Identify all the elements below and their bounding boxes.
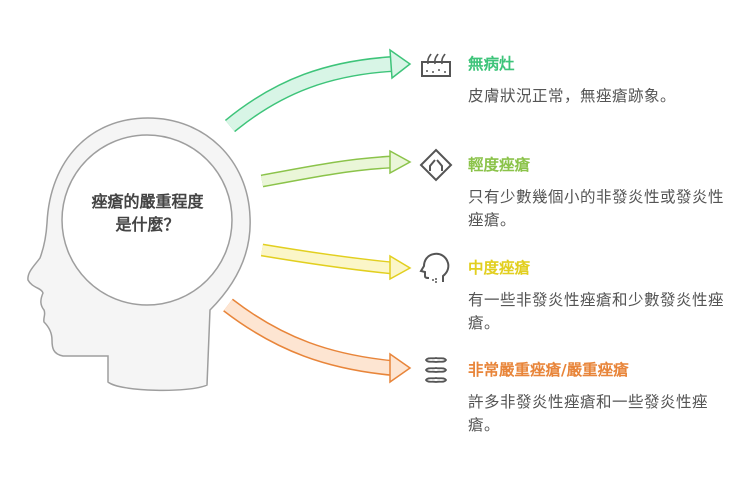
skin-layer-icon — [421, 53, 451, 77]
level-none: 無病灶 皮膚狀況正常，無痤瘡跡象。 — [468, 53, 728, 108]
arrow-none — [224, 48, 412, 133]
diamond-split-icon — [419, 148, 453, 182]
level-description: 有一些非發炎性痤瘡和少數發炎性痤瘡。 — [468, 291, 725, 332]
arrow-moderate — [260, 243, 412, 281]
stacked-lesions-icon — [424, 357, 448, 383]
level-description: 只有少數幾個小的非發炎性或發炎性痤瘡。 — [468, 188, 725, 229]
level-title: 無病灶 — [468, 55, 515, 73]
center-question-line: 是什麼？ — [115, 215, 180, 234]
level-severe: 非常嚴重痤瘡/嚴重痤瘡 許多非發炎性痤瘡和一些發炎性痤瘡。 — [468, 359, 728, 437]
arrow-mild — [260, 149, 412, 188]
level-title: 非常嚴重痤瘡/嚴重痤瘡 — [468, 361, 629, 379]
level-title: 中度痤瘡 — [468, 259, 531, 277]
level-moderate: 中度痤瘡 有一些非發炎性痤瘡和少數發炎性痤瘡。 — [468, 257, 728, 335]
face-profile-icon — [419, 252, 450, 283]
center-question-line: 痤瘡的嚴重程度 — [91, 192, 204, 211]
level-title: 輕度痤瘡 — [468, 156, 531, 174]
center-question: 痤瘡的嚴重程度 是什麼？ — [70, 190, 225, 236]
center-circle — [61, 134, 233, 306]
level-description: 許多非發炎性痤瘡和一些發炎性痤瘡。 — [468, 393, 709, 434]
level-mild: 輕度痤瘡 只有少數幾個小的非發炎性或發炎性痤瘡。 — [468, 154, 728, 232]
arrow-severe — [223, 298, 412, 384]
level-description: 皮膚狀況正常，無痤瘡跡象。 — [468, 87, 677, 105]
